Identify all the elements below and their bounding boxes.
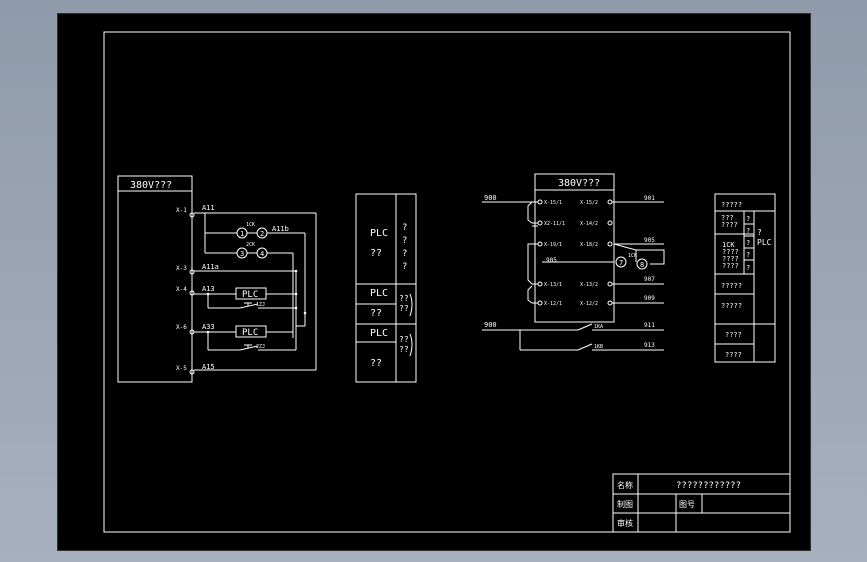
title-block-label: 名称	[617, 480, 633, 490]
left-legend-box	[355, 193, 417, 383]
contact-label: 1KA	[594, 324, 603, 330]
node-number: 3	[240, 250, 244, 258]
contact-label: 2CK	[246, 242, 255, 248]
wire-label: A11a	[202, 263, 219, 271]
wire-label: 905	[644, 237, 655, 244]
legend-side-cell: ?	[746, 251, 750, 259]
terminal-label: X-14/2	[580, 221, 598, 227]
wire-label: 907	[644, 276, 655, 283]
wire-label: A13	[202, 285, 215, 293]
schematic-drawing: 380V??? X-1 X-3 X-4 X-6 X-5	[103, 31, 791, 533]
legend-side-label: ?PLC	[757, 228, 772, 247]
legend-side-cell: ?	[746, 264, 750, 272]
terminal-label: X-13/1	[544, 282, 562, 288]
legend-cell: ????	[725, 351, 742, 359]
node-number: 2	[260, 230, 264, 238]
right-panel-title: 380V???	[558, 178, 600, 189]
legend-cell: ????	[725, 331, 742, 339]
legend-cell: ??	[370, 308, 382, 319]
right-panel: 380V??? X-15/1 X2-11/1 X-19/1 X-13/1 X-1…	[482, 173, 665, 351]
node-number: 4	[260, 250, 264, 258]
left-panel: 380V??? X-1 X-3 X-4 X-6 X-5	[117, 175, 317, 383]
right-legend: ????? ??????? 1CK???????????? ????? ????…	[714, 193, 776, 363]
title-block-box	[612, 473, 791, 533]
legend-cell: ???????	[721, 214, 738, 229]
node-circle	[636, 258, 648, 270]
legend-cell: ??	[370, 358, 382, 369]
legend-side-cell: ?	[746, 215, 750, 223]
title-block-label: 审核	[617, 518, 633, 528]
drawing-canvas: 380V??? X-1 X-3 X-4 X-6 X-5	[57, 13, 811, 551]
terminal-label: X-5	[176, 365, 187, 372]
drawing-title: ????????????	[676, 481, 741, 491]
terminal-label: X2-11/1	[544, 221, 565, 227]
terminal-label: X-13/2	[580, 282, 598, 288]
legend-side-cell: ?	[746, 239, 750, 247]
relay-label: 1CK	[628, 253, 637, 259]
plc-relay	[235, 325, 267, 338]
wire-label: 913	[644, 342, 655, 349]
wire-label: 900	[484, 194, 497, 202]
title-block-label: 图号	[679, 500, 695, 509]
node-number: 8	[640, 261, 644, 269]
legend-cell: ??	[370, 248, 382, 259]
plc-relay-label: PLC	[242, 290, 258, 300]
legend-side-cell: ?	[746, 227, 750, 235]
legend-plc: PLC	[370, 228, 388, 239]
title-block-label: 制图	[617, 499, 633, 509]
terminal-label: X-1	[176, 207, 187, 214]
wire-label: 900	[484, 321, 497, 329]
terminal-label: X-4	[176, 286, 187, 293]
left-legend: PLC ?? PLC ?? PLC ?? ???? ???? ????	[355, 193, 417, 383]
wire-label: 911	[644, 322, 655, 329]
wire-label: 901	[644, 195, 655, 202]
node-number: 1	[240, 230, 244, 238]
legend-side: ????	[402, 223, 407, 272]
node-number: 7	[619, 259, 623, 267]
terminal-label: X-18/2	[580, 242, 598, 248]
wire-label: 905	[546, 257, 557, 264]
wire-label: 909	[644, 295, 655, 302]
terminal-label: X-3	[176, 265, 187, 272]
right-panel-box	[534, 173, 615, 323]
wire-label: A15	[202, 363, 215, 371]
legend-side: ????	[399, 294, 409, 313]
legend-plc: PLC	[370, 288, 388, 299]
wire-label: A11b	[272, 225, 289, 233]
legend-cell: ?????	[721, 201, 742, 209]
terminal-label: X-19/1	[544, 242, 562, 248]
legend-plc: PLC	[370, 328, 388, 339]
contact-label: 1KB	[594, 344, 603, 350]
terminal-label: X-12/2	[580, 301, 598, 307]
timer-label: 1ZJ	[256, 302, 265, 308]
wire-label: A33	[202, 323, 215, 331]
terminal-label: X-15/2	[580, 200, 598, 206]
terminal-label: X-15/1	[544, 200, 562, 206]
left-panel-box	[117, 175, 193, 383]
legend-cell: ?????	[721, 302, 742, 310]
drawing-border	[103, 31, 791, 533]
timer-label: 2ZJ	[256, 344, 265, 350]
plc-relay-label: PLC	[242, 328, 258, 338]
plc-relay	[235, 287, 267, 300]
legend-cell: ?????	[721, 282, 742, 290]
legend-side: ????	[399, 335, 409, 354]
terminal-label: X-12/1	[544, 301, 562, 307]
node-circle	[615, 256, 627, 268]
left-panel-title: 380V???	[130, 180, 172, 191]
title-block: 名称 ???????????? 制图 图号 审核	[612, 473, 791, 533]
wire-label: A11	[202, 204, 215, 212]
right-legend-box	[714, 193, 776, 363]
contact-label: 1CK	[246, 222, 255, 228]
legend-cell: 1CK????????????	[722, 241, 739, 270]
terminal-label: X-6	[176, 324, 187, 331]
